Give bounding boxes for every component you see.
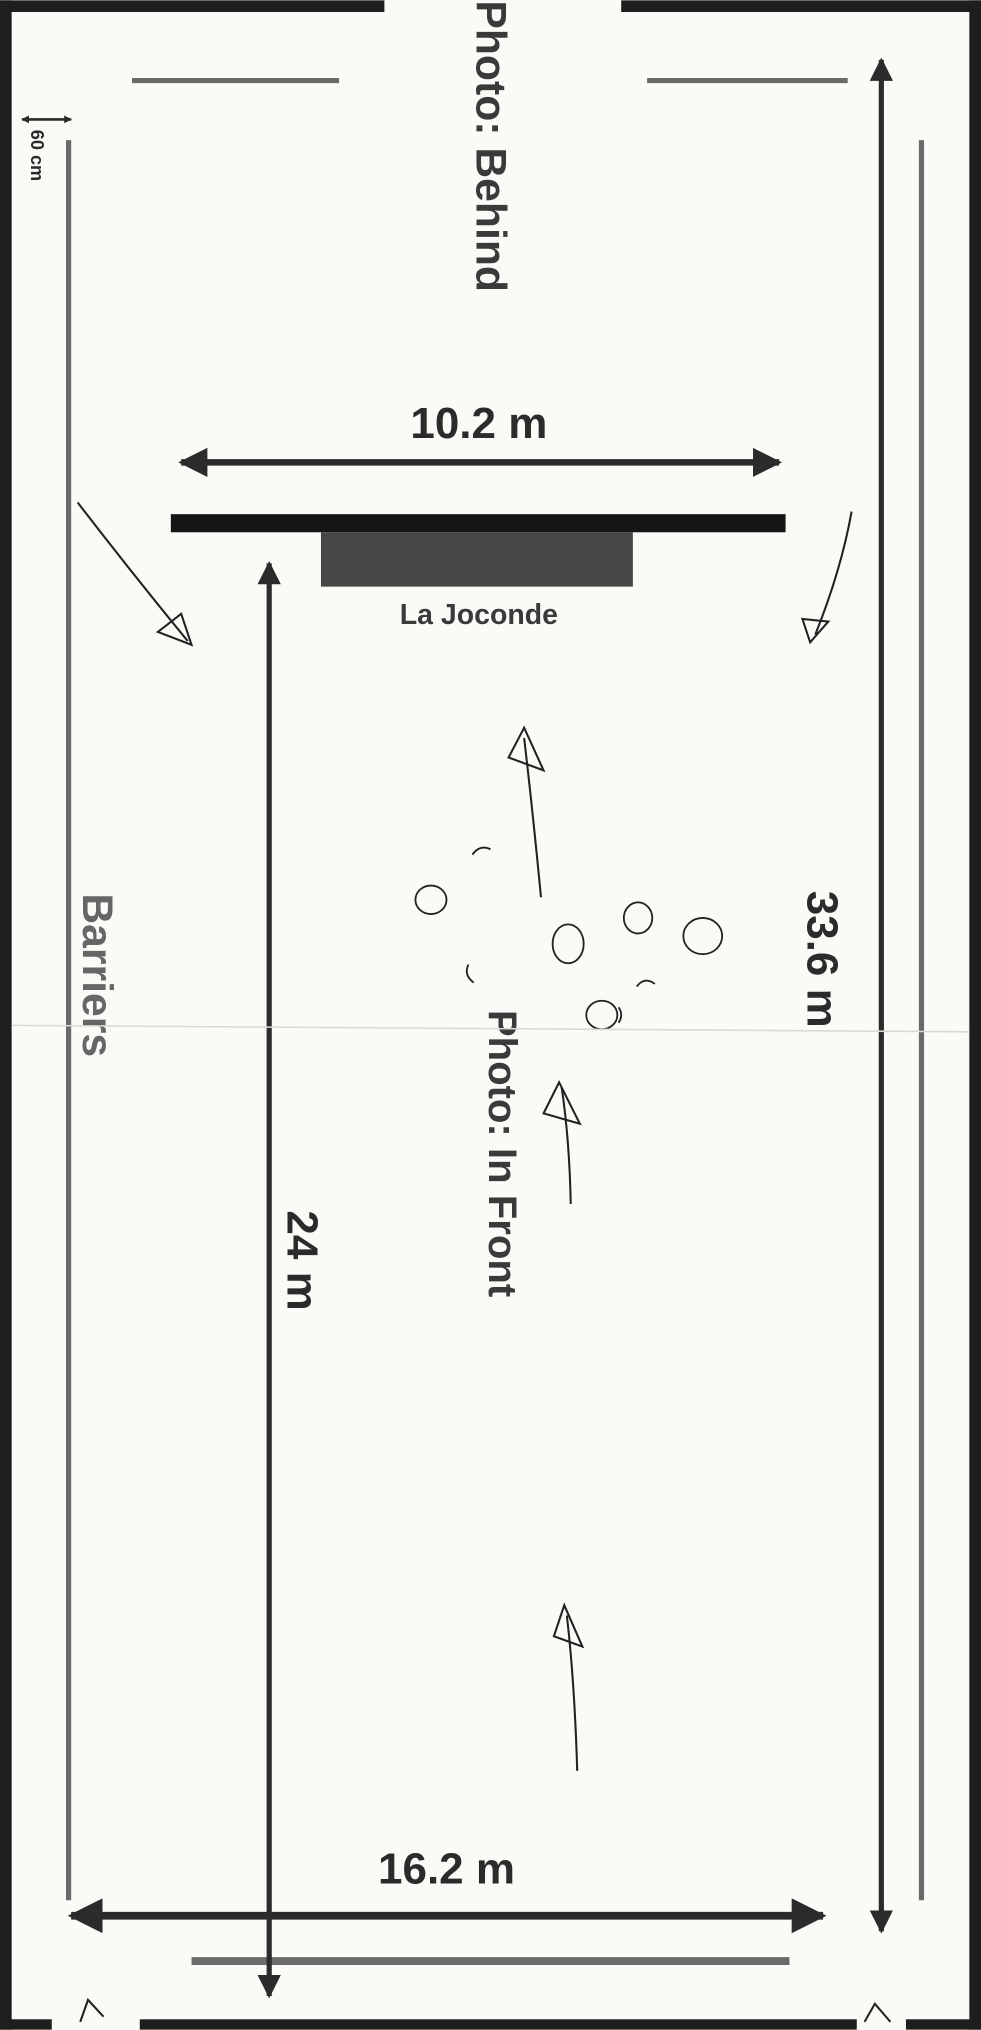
barriers-label: Barriers bbox=[73, 893, 121, 1057]
paper-fold-crease bbox=[11, 1024, 970, 1033]
barriers bbox=[66, 78, 925, 1965]
barrier-gap-label: 60 cm bbox=[27, 130, 47, 181]
painting bbox=[320, 532, 633, 587]
distance-label: 24 m bbox=[277, 1210, 326, 1310]
painting-label: La Joconde bbox=[400, 599, 558, 631]
hand-drawn-flow-arrows bbox=[76, 501, 892, 2023]
room-length-label: 33.6 m bbox=[798, 891, 847, 1028]
painting-wall bbox=[170, 514, 786, 533]
hand-drawn-visitor-circles bbox=[414, 846, 724, 1031]
photo-in-front-label: Photo: In Front bbox=[480, 1010, 525, 1297]
wall-width-label: 10.2 m bbox=[410, 399, 547, 448]
room-width-label: 16.2 m bbox=[378, 1844, 515, 1893]
photo-behind-label: Photo: Behind bbox=[466, 0, 514, 292]
